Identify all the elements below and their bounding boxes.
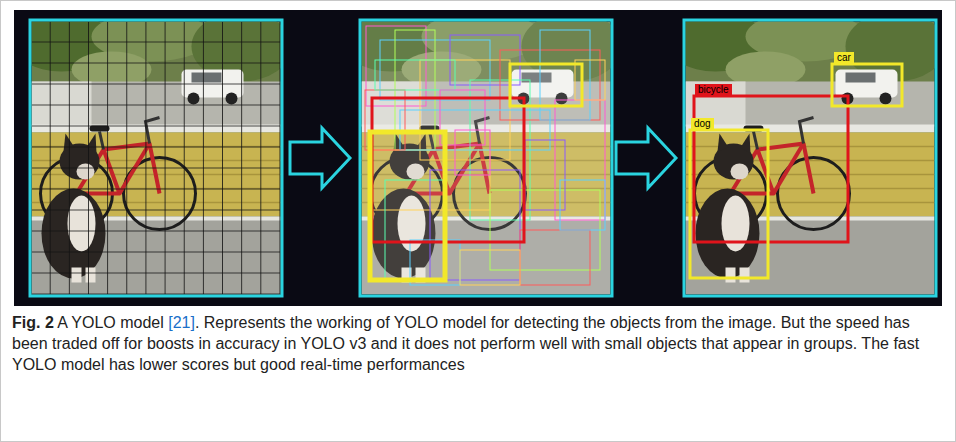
- candidate-boxes-panel: [520, 230, 590, 285]
- figure-number: Fig. 2: [12, 314, 54, 331]
- input-grid-panel: [32, 22, 281, 295]
- candidate-boxes-panel: [575, 60, 605, 100]
- class-label: car: [837, 52, 851, 64]
- class-label-tag: car: [834, 52, 854, 65]
- detection-result-panel: [686, 22, 935, 295]
- candidate-boxes-panel: [342, 12, 622, 297]
- candidate-boxes-panel: [460, 250, 520, 285]
- bicycle-bounding-box: [694, 96, 848, 242]
- flow-arrow: [616, 128, 676, 188]
- candidate-boxes-panel: [385, 180, 445, 280]
- candidate-boxes-panel: [560, 180, 605, 230]
- candidate-boxes-panel: [360, 20, 612, 296]
- candidate-boxes-panel: [362, 22, 611, 295]
- citation: [21]: [168, 314, 195, 331]
- dog-bounding-box: [690, 130, 768, 278]
- detection-result-panel: [666, 12, 946, 297]
- candidate-boxes-panel: [365, 26, 605, 285]
- candidate-boxes-panel: [370, 132, 445, 280]
- car-bounding-box: [832, 64, 902, 106]
- candidate-boxes-panel: [555, 100, 605, 220]
- flow-arrow: [290, 128, 350, 188]
- class-label: bicycle: [698, 84, 729, 96]
- caption-text: A YOLO model: [54, 314, 168, 331]
- input-grid-panel: [32, 22, 281, 295]
- candidate-boxes-panel: [372, 98, 524, 242]
- class-label-tag: bicycle: [695, 84, 732, 97]
- panel-frame: [684, 20, 936, 296]
- detection-result-panel: [686, 22, 935, 295]
- input-grid-panel: [30, 20, 282, 296]
- candidate-boxes-panel: [375, 60, 455, 90]
- figure-caption: Fig. 2 A YOLO model [21]. Represents the…: [12, 312, 944, 375]
- class-label-tag: dog: [691, 118, 714, 131]
- class-label: dog: [694, 118, 711, 130]
- candidate-boxes-panel: [362, 22, 611, 295]
- candidate-boxes-panel: [362, 22, 611, 295]
- candidate-boxes-panel: [510, 64, 582, 106]
- input-grid-panel: [12, 12, 292, 297]
- candidate-boxes-panel: [525, 140, 565, 210]
- input-grid-panel: [32, 22, 281, 295]
